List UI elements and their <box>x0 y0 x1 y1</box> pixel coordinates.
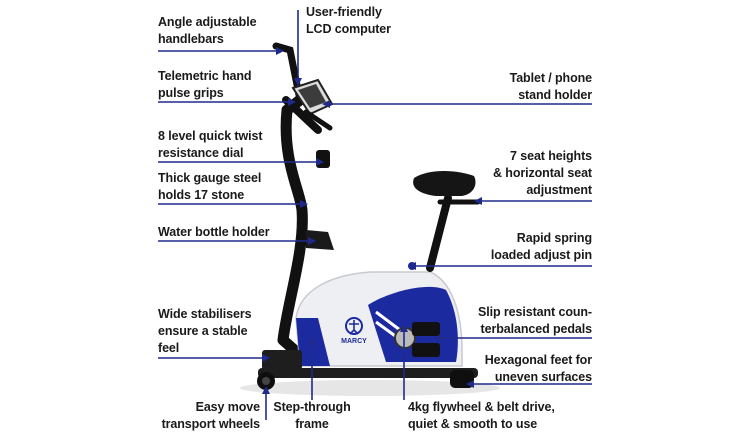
front-stabiliser-graphic <box>262 350 302 370</box>
tablet-holder-graphic <box>303 109 333 131</box>
callout-lcd-computer: User-friendly LCD computer <box>306 5 391 36</box>
callout-resistance-dial: 8 level quick twist resistance dial <box>158 129 263 160</box>
floor-shadow <box>240 380 500 396</box>
base-rail <box>258 368 478 378</box>
callout-bottle-holder: Water bottle holder <box>158 225 270 239</box>
bottle-holder-graphic <box>306 230 334 250</box>
pedal-graphic <box>412 322 440 336</box>
main-frame-tube <box>277 94 308 361</box>
callout-step-through: Step-through frame <box>273 400 351 431</box>
callout-seat-heights: 7 seat heights & horizontal seat adjustm… <box>492 149 592 197</box>
callout-transport-wheels: Easy move transport wheels <box>161 400 261 431</box>
callout-adjust-pin: Rapid spring loaded adjust pin <box>490 231 592 262</box>
seat-graphic <box>413 171 476 196</box>
pulse-grip-graphic <box>282 96 322 134</box>
callout-tablet-holder: Tablet / phone stand holder <box>509 71 593 102</box>
callout-handlebars: Angle adjustable handlebars <box>158 15 257 46</box>
brand-logo-text: MARCY <box>341 338 367 345</box>
callout-pedals: Slip resistant coun- terbalanced pedals <box>478 305 592 336</box>
marcy-logo-icon <box>345 317 363 335</box>
callout-steel-frame: Thick gauge steel holds 17 stone <box>158 171 262 202</box>
callout-pulse-grips: Telemetric hand pulse grips <box>158 69 252 100</box>
callout-stabilisers: Wide stabilisers ensure a stable feel <box>158 307 252 355</box>
callout-flywheel: 4kg flywheel & belt drive, quiet & smoot… <box>408 400 555 431</box>
seat-post-graphic <box>426 194 452 272</box>
callout-hex-feet: Hexagonal feet for uneven surfaces <box>484 353 592 384</box>
